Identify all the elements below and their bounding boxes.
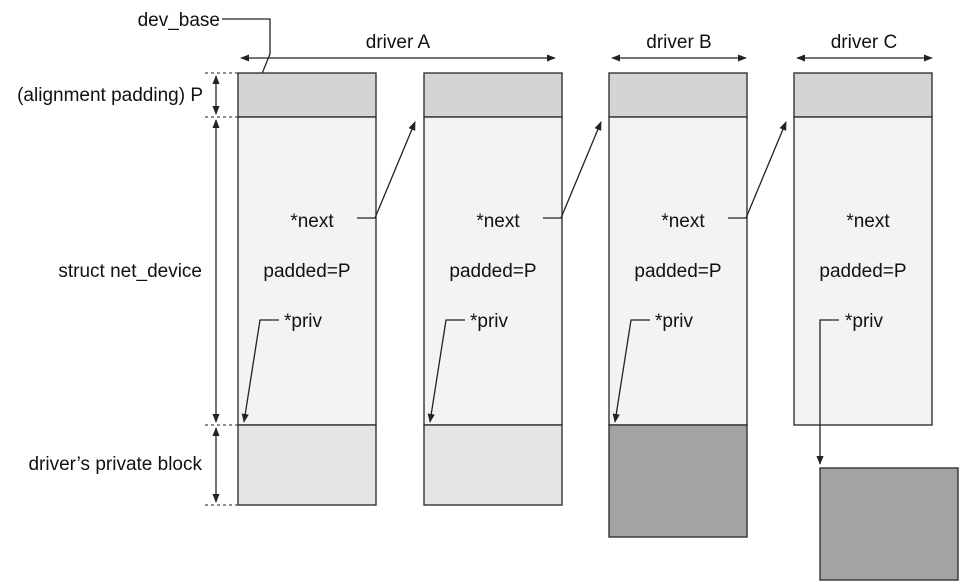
next-pointer-arrow bbox=[543, 121, 602, 219]
device-column-2: *next padded=P *priv bbox=[423, 72, 602, 506]
priv-field: *priv bbox=[655, 311, 694, 332]
driver-c-header: driver C bbox=[831, 32, 898, 53]
priv-pointer-arrow bbox=[612, 319, 650, 423]
padded-field: padded=P bbox=[819, 261, 906, 282]
private-block bbox=[819, 467, 959, 581]
next-field: *next bbox=[846, 211, 890, 232]
priv-pointer-arrow bbox=[241, 319, 279, 423]
device-column-1: *next padded=P *priv bbox=[237, 72, 416, 506]
alignment-padding-block bbox=[237, 72, 377, 118]
padded-field: padded=P bbox=[263, 261, 350, 282]
dev-base-label: dev_base bbox=[138, 10, 220, 31]
priv-field: *priv bbox=[284, 311, 323, 332]
private-block bbox=[423, 424, 563, 506]
struct-net-device-label: struct net_device bbox=[58, 261, 202, 282]
next-field: *next bbox=[661, 211, 705, 232]
padded-field: padded=P bbox=[634, 261, 721, 282]
private-block-label: driver’s private block bbox=[28, 454, 202, 475]
net-device-block bbox=[793, 116, 933, 426]
next-pointer-arrow bbox=[728, 121, 787, 219]
net-device-block bbox=[608, 116, 748, 426]
next-field: *next bbox=[476, 211, 520, 232]
next-pointer-arrow bbox=[357, 121, 416, 219]
driver-b-header: driver B bbox=[646, 32, 711, 53]
alignment-padding-block bbox=[608, 72, 748, 118]
device-column-4: *next padded=P *priv bbox=[793, 72, 959, 581]
next-field: *next bbox=[290, 211, 334, 232]
alignment-padding-block bbox=[423, 72, 563, 118]
priv-pointer-arrow bbox=[427, 319, 465, 423]
private-block bbox=[608, 424, 748, 538]
padded-field: padded=P bbox=[449, 261, 536, 282]
alignment-padding-label: (alignment padding) P bbox=[17, 85, 203, 106]
private-block bbox=[237, 424, 377, 506]
alignment-padding-block bbox=[793, 72, 933, 118]
priv-pointer-arrow bbox=[816, 319, 839, 465]
driver-a-header: driver A bbox=[366, 32, 431, 53]
priv-field: *priv bbox=[845, 311, 884, 332]
priv-field: *priv bbox=[470, 311, 509, 332]
device-column-3: *next padded=P *priv bbox=[608, 72, 787, 538]
